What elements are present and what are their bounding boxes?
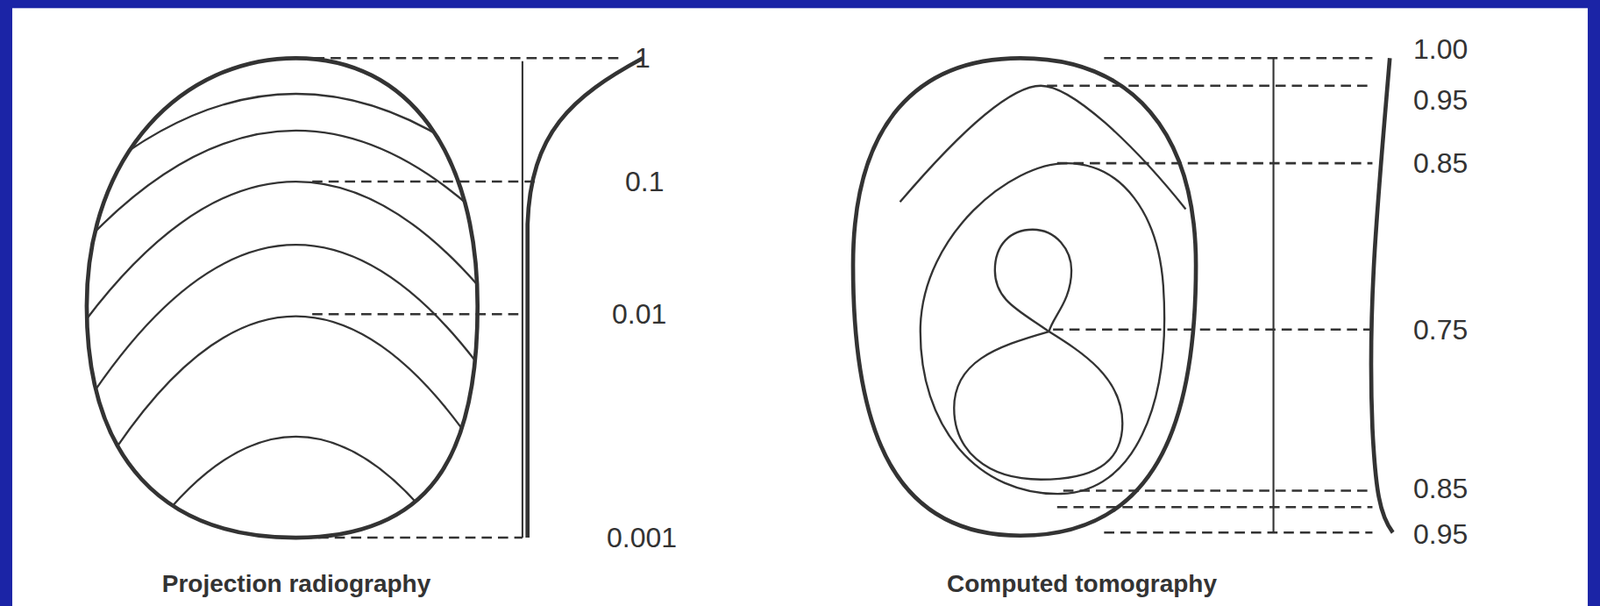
- dashed-guide: [302, 536, 523, 540]
- value-holder: 0.85: [1413, 149, 1468, 178]
- dashed-guide: [1052, 327, 1373, 331]
- dashed-guide: [1057, 162, 1373, 165]
- ct-figure: [853, 57, 1394, 535]
- dashed-guide: [298, 56, 625, 60]
- value-holder: 1: [634, 43, 651, 72]
- depth-axis: [1272, 57, 1275, 533]
- dashed-guides: [298, 57, 625, 538]
- isodose-curve: [41, 436, 552, 606]
- dashed-guide: [1046, 84, 1373, 87]
- figure-caption: Projection radiography: [162, 571, 432, 597]
- value-holder: 1.00: [1413, 35, 1468, 64]
- dose-value: 1: [634, 43, 651, 72]
- body-outline: [853, 57, 1196, 535]
- dose-value: 0.01: [611, 299, 667, 328]
- dashed-guide: [1103, 531, 1373, 534]
- depth-axis: [521, 61, 524, 538]
- isodose-curve: [900, 85, 1187, 210]
- dashed-guides: [1046, 57, 1373, 533]
- dose-value: 0.85: [1413, 149, 1468, 178]
- dashed-guide: [1103, 56, 1373, 60]
- caption-holder: Projection radiography: [162, 571, 432, 597]
- value-holder: 0.95: [1413, 85, 1468, 114]
- dashed-guide: [1063, 489, 1373, 492]
- dashed-guide: [1057, 505, 1373, 509]
- value-holder: 0.1: [625, 167, 664, 196]
- isodose-curve: [953, 229, 1123, 480]
- dose-value: 0.95: [1413, 85, 1468, 114]
- dose-value: 0.1: [625, 167, 664, 196]
- dose-value: 1.00: [1413, 35, 1468, 64]
- dose-value: 0.85: [1413, 474, 1468, 503]
- white-panel: [12, 7, 1588, 606]
- value-holder: 0.75: [1413, 315, 1468, 344]
- value-holder: 0.01: [611, 299, 667, 328]
- dashed-guide: [312, 180, 541, 184]
- projection-figure: [41, 57, 644, 606]
- body-outline: [86, 57, 478, 538]
- dose-profile: [527, 57, 644, 538]
- dose-value: 0.001: [606, 523, 677, 552]
- dose-profile: [1371, 57, 1394, 533]
- dashed-guide: [312, 312, 520, 316]
- value-holder: 0.95: [1413, 519, 1468, 548]
- value-holder: 0.001: [606, 523, 677, 552]
- value-holder: 0.85: [1413, 474, 1468, 503]
- figure-caption: Computed tomography: [946, 571, 1217, 597]
- isodose-curve: [41, 93, 552, 227]
- dose-value: 0.75: [1413, 315, 1468, 344]
- caption-holder: Computed tomography: [946, 571, 1217, 597]
- dose-value: 0.95: [1413, 519, 1468, 548]
